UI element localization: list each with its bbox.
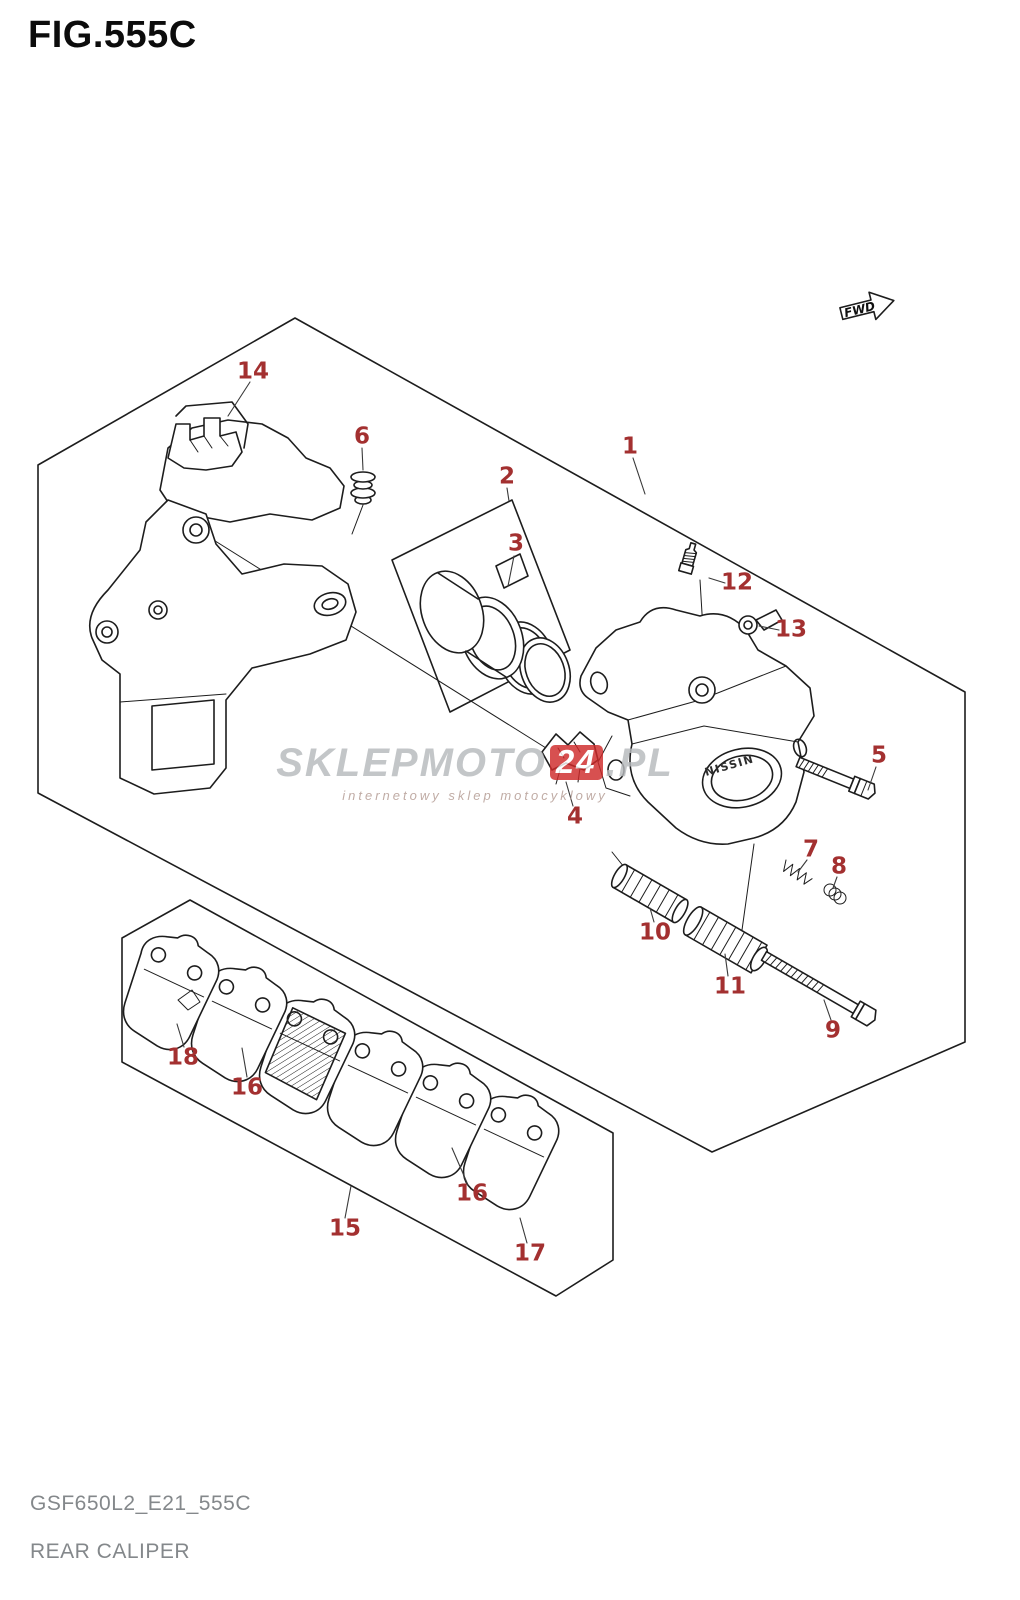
callout-9: 9 xyxy=(825,1018,841,1044)
wear-indicator-clip xyxy=(177,989,201,1011)
callout-18: 18 xyxy=(167,1045,199,1071)
callout-16a: 16 xyxy=(231,1075,263,1101)
part-pad-spring xyxy=(167,401,249,471)
callout-15: 15 xyxy=(329,1216,361,1242)
callout-17: 17 xyxy=(514,1241,546,1267)
part-bolt-9 xyxy=(760,950,877,1027)
part-bleed-screw xyxy=(677,542,698,575)
brake-pads-outline-box xyxy=(121,899,614,1297)
part-brake-pad-set xyxy=(114,922,569,1219)
callout-10: 10 xyxy=(639,920,671,946)
callout-13: 13 xyxy=(775,617,807,643)
callout-11: 11 xyxy=(714,974,746,1000)
footer: GSF650L2_E21_555C REAR CALIPER xyxy=(30,1492,251,1564)
callout-3: 3 xyxy=(508,531,524,557)
part-pin-boot xyxy=(682,906,769,974)
callout-1: 1 xyxy=(622,434,638,460)
part-pad-clip xyxy=(541,731,599,785)
part-caliper-bracket xyxy=(88,419,357,795)
callout-5: 5 xyxy=(871,743,887,769)
footer-figure-code: GSF650L2_E21_555C xyxy=(30,1492,251,1515)
fwd-arrow: FWD xyxy=(839,291,895,321)
friction-material-hatch xyxy=(264,1007,347,1101)
figure-title: FIG.555C xyxy=(28,14,197,56)
callout-2: 2 xyxy=(499,464,515,490)
part-pin-spring xyxy=(783,859,813,885)
fwd-label: FWD xyxy=(843,299,877,320)
part-piston-seal-set xyxy=(391,499,572,713)
part-slide-sleeve xyxy=(610,863,689,924)
callout-labels: 14 6 1 2 3 12 13 5 4 7 8 10 11 9 18 16 1… xyxy=(167,359,887,1267)
callout-4: 4 xyxy=(567,804,583,830)
callout-16b: 16 xyxy=(456,1181,488,1207)
footer-figure-name: REAR CALIPER xyxy=(30,1540,191,1563)
leader-lines xyxy=(176,381,877,1244)
callout-12: 12 xyxy=(721,570,753,596)
part-slide-boot xyxy=(350,471,376,535)
callout-7: 7 xyxy=(803,837,819,863)
callout-6: 6 xyxy=(354,424,370,450)
part-bolt-5 xyxy=(795,756,876,800)
part-spring-washer xyxy=(823,883,847,905)
callout-8: 8 xyxy=(831,854,847,880)
part-caliper-body: NISSIN xyxy=(579,606,815,845)
assembly-outline-box xyxy=(37,317,966,1153)
callout-14: 14 xyxy=(237,359,269,385)
